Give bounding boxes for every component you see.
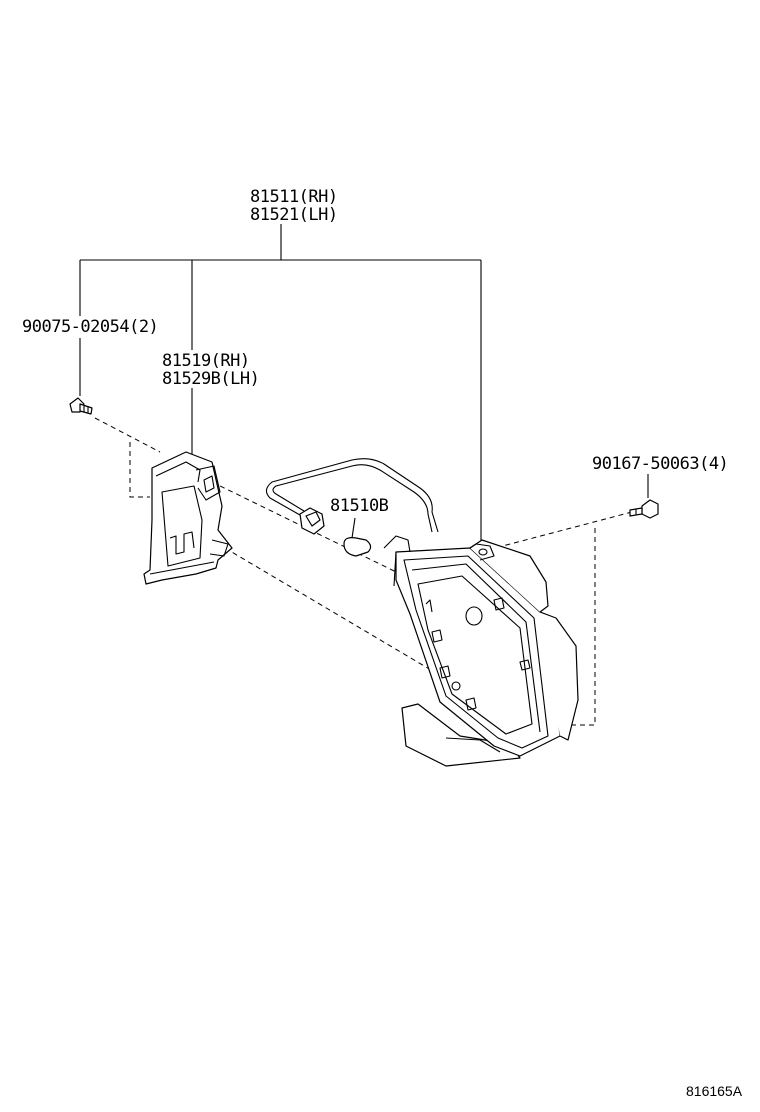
diagram-id: 816165A bbox=[686, 1083, 743, 1099]
screw-left-icon bbox=[69, 397, 93, 415]
screw-right-icon bbox=[629, 499, 659, 519]
bulb-icon bbox=[343, 537, 372, 557]
label-bracket-rh: 81519(RH) bbox=[162, 351, 250, 371]
leader-lines bbox=[79, 224, 649, 545]
label-lamp-assy-lh: 81521(LH) bbox=[250, 205, 338, 225]
label-lamp-assy-rh: 81511(RH) bbox=[250, 187, 338, 207]
label-screw-right: 90167-50063(4) bbox=[592, 454, 728, 474]
lamp-assembly-icon bbox=[383, 535, 579, 767]
bracket-icon bbox=[143, 451, 233, 585]
label-bulb: 81510B bbox=[330, 496, 389, 516]
label-bracket-lh: 81529B(LH) bbox=[162, 369, 259, 389]
wire-harness-icon bbox=[265, 458, 439, 535]
label-screw-left: 90075-02054(2) bbox=[22, 317, 158, 337]
